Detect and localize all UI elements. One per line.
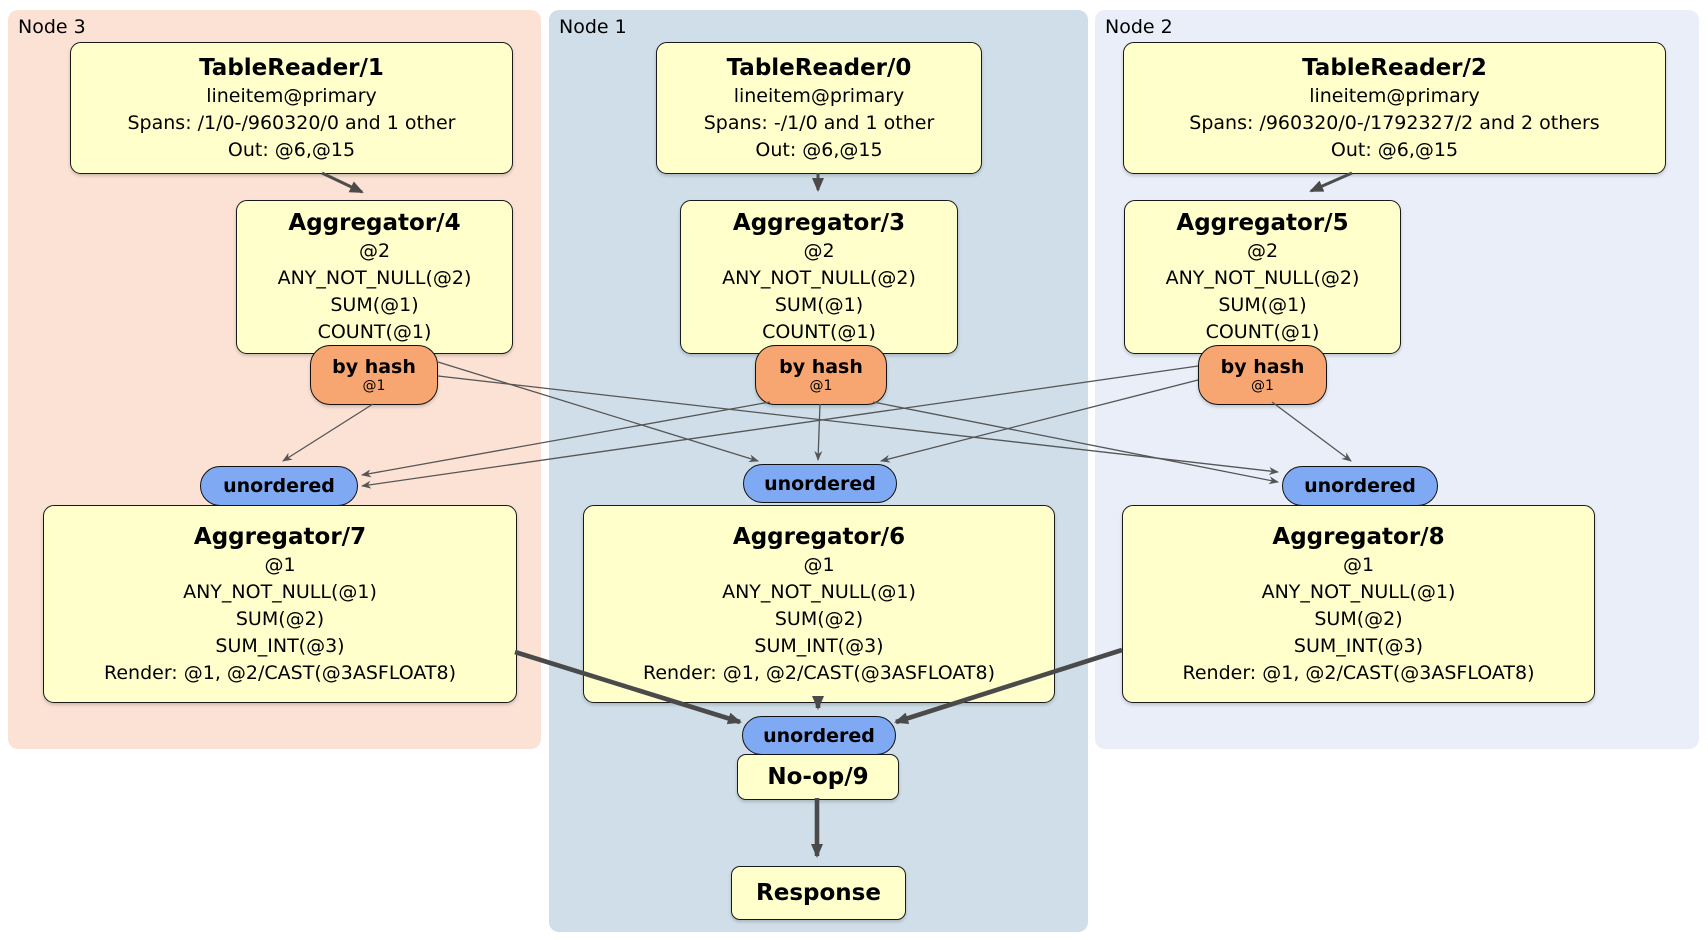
processor-detail: @2: [803, 240, 835, 262]
region-node-2-label: Node 2: [1105, 16, 1173, 38]
processor-title: Response: [756, 880, 881, 906]
router-label: by hash: [1220, 356, 1305, 378]
sync-label: unordered: [764, 472, 876, 495]
processor-detail: SUM(@2): [235, 607, 325, 630]
processor-detail: @1: [1342, 553, 1375, 576]
response-node: Response: [731, 866, 906, 920]
processor-tablereader-0: TableReader/0 lineitem@primary Spans: -/…: [656, 42, 982, 174]
processor-detail: Out: @6,@15: [1330, 138, 1459, 161]
processor-title: TableReader/2: [1302, 54, 1487, 81]
processor-detail: Out: @6,@15: [755, 138, 883, 161]
processor-detail: SUM(@1): [1218, 294, 1307, 316]
processor-aggregator-6: Aggregator/6 @1 ANY_NOT_NULL(@1) SUM(@2)…: [583, 505, 1055, 703]
sync-unordered-node3: unordered: [200, 466, 358, 506]
processor-detail: Spans: /960320/0-/1792327/2 and 2 others: [1189, 111, 1600, 134]
processor-title: No-op/9: [767, 764, 869, 790]
processor-detail: SUM_INT(@3): [1293, 634, 1424, 657]
processor-title: TableReader/0: [726, 54, 912, 81]
region-node-1-label: Node 1: [559, 16, 627, 38]
processor-title: Aggregator/6: [732, 523, 906, 550]
processor-no-op-9: No-op/9: [737, 754, 899, 800]
processor-detail: ANY_NOT_NULL(@2): [277, 267, 472, 289]
processor-detail: SUM(@2): [1314, 607, 1403, 630]
processor-detail: COUNT(@1): [1205, 321, 1320, 343]
processor-detail: ANY_NOT_NULL(@2): [1165, 267, 1360, 289]
processor-detail: ANY_NOT_NULL(@1): [183, 580, 377, 603]
processor-detail: Render: @1, @2/CAST(@3ASFLOAT8): [643, 661, 995, 684]
router-by-hash-node2: by hash @1: [1198, 345, 1327, 405]
processor-detail: lineitem@primary: [206, 84, 377, 107]
router-detail: @1: [1251, 378, 1274, 394]
router-by-hash-node1: by hash @1: [755, 345, 887, 405]
processor-detail: lineitem@primary: [1309, 84, 1480, 107]
processor-detail: ANY_NOT_NULL(@2): [722, 267, 916, 289]
processor-detail: COUNT(@1): [317, 321, 432, 343]
sync-unordered-node1: unordered: [743, 464, 897, 503]
processor-title: Aggregator/3: [732, 210, 906, 236]
processor-detail: SUM(@1): [774, 294, 864, 316]
processor-detail: @1: [803, 553, 835, 576]
processor-detail: lineitem@primary: [733, 84, 905, 107]
router-detail: @1: [362, 378, 386, 394]
processor-tablereader-1: TableReader/1 lineitem@primary Spans: /1…: [70, 42, 513, 174]
sync-label: unordered: [223, 475, 335, 497]
processor-aggregator-3: Aggregator/3 @2 ANY_NOT_NULL(@2) SUM(@1)…: [680, 200, 958, 354]
processor-title: TableReader/1: [199, 54, 384, 81]
router-detail: @1: [809, 378, 833, 394]
processor-detail: SUM_INT(@3): [215, 634, 345, 657]
sync-label: unordered: [763, 724, 875, 747]
processor-detail: COUNT(@1): [762, 321, 876, 343]
router-by-hash-node3: by hash @1: [310, 345, 438, 405]
processor-detail: @1: [264, 553, 296, 576]
router-label: by hash: [779, 356, 863, 378]
processor-detail: Spans: -/1/0 and 1 other: [703, 111, 935, 134]
processor-title: Aggregator/4: [288, 210, 461, 236]
processor-detail: ANY_NOT_NULL(@1): [722, 580, 916, 603]
processor-aggregator-8: Aggregator/8 @1 ANY_NOT_NULL(@1) SUM(@2)…: [1122, 505, 1595, 703]
sync-unordered-node2: unordered: [1282, 466, 1438, 506]
processor-title: Aggregator/7: [193, 523, 367, 550]
router-label: by hash: [332, 356, 416, 378]
processor-detail: Render: @1, @2/CAST(@3ASFLOAT8): [104, 661, 456, 684]
processor-detail: Out: @6,@15: [227, 138, 356, 161]
processor-title: Aggregator/5: [1176, 210, 1349, 236]
processor-detail: SUM_INT(@3): [754, 634, 884, 657]
processor-detail: Spans: /1/0-/960320/0 and 1 other: [127, 111, 456, 134]
region-node-3-label: Node 3: [18, 16, 86, 38]
processor-detail: SUM(@2): [774, 607, 864, 630]
processor-aggregator-4: Aggregator/4 @2 ANY_NOT_NULL(@2) SUM(@1)…: [236, 200, 513, 354]
processor-aggregator-7: Aggregator/7 @1 ANY_NOT_NULL(@1) SUM(@2)…: [43, 505, 517, 703]
processor-detail: @2: [1246, 240, 1279, 262]
processor-tablereader-2: TableReader/2 lineitem@primary Spans: /9…: [1123, 42, 1666, 174]
sync-label: unordered: [1304, 475, 1416, 497]
processor-detail: ANY_NOT_NULL(@1): [1261, 580, 1456, 603]
processor-detail: @2: [358, 240, 391, 262]
sync-unordered-final: unordered: [742, 716, 896, 755]
processor-aggregator-5: Aggregator/5 @2 ANY_NOT_NULL(@2) SUM(@1)…: [1124, 200, 1401, 354]
processor-detail: Render: @1, @2/CAST(@3ASFLOAT8): [1182, 661, 1535, 684]
processor-title: Aggregator/8: [1272, 523, 1445, 550]
processor-detail: SUM(@1): [330, 294, 419, 316]
